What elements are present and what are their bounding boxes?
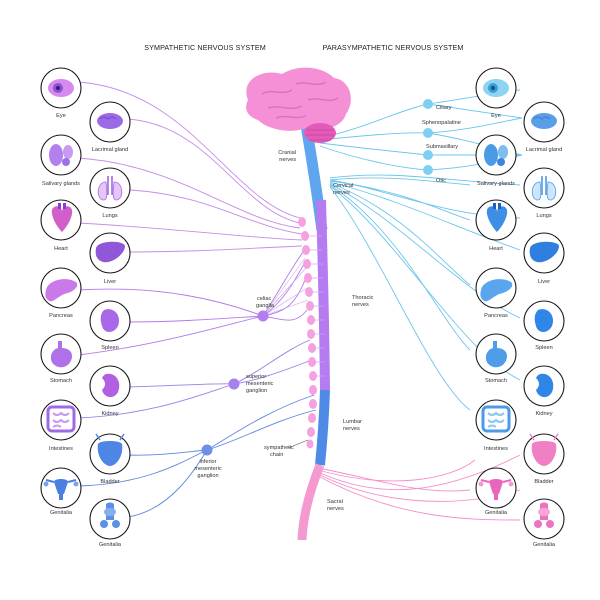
svg-text:Stomach: Stomach xyxy=(485,378,507,384)
left-organ-label: Lungs xyxy=(102,213,117,219)
svg-text:Genitalia: Genitalia xyxy=(485,510,508,516)
female-genitalia-icon xyxy=(43,479,79,500)
left-organ-label: Kidney xyxy=(101,411,118,417)
heart-icon xyxy=(486,203,508,232)
svg-text:Genitalia: Genitalia xyxy=(533,542,556,548)
label-thoracic-2: nerves xyxy=(352,302,369,308)
left-organ-label: Pancreas xyxy=(49,313,73,319)
lacrimal-gland-icon xyxy=(531,113,557,129)
chain-label-1: sympathetic xyxy=(264,445,294,451)
celiac-label-1: celiac xyxy=(257,296,272,302)
ganglion-label-submaxillary: Submaxillary xyxy=(426,144,458,150)
male-genitalia-icon xyxy=(534,502,554,528)
stomach-icon xyxy=(50,341,72,368)
sup-mes-label-3: ganglion xyxy=(246,388,267,394)
left-organ-label: Salivary glands xyxy=(42,181,80,187)
label-sacral-2: nerves xyxy=(327,506,344,512)
eye-icon xyxy=(48,79,74,97)
svg-text:Spleen: Spleen xyxy=(535,345,552,351)
left-organ-label: Eye xyxy=(56,113,66,119)
pancreas-icon xyxy=(45,279,78,302)
left-organs: Eye Lacrimal gland Salivary glands Lungs… xyxy=(40,67,131,548)
spleen-icon xyxy=(100,309,120,332)
lacrimal-gland-icon xyxy=(97,113,123,129)
svg-text:Pancreas: Pancreas xyxy=(484,313,508,319)
label-cranial-2: nerves xyxy=(279,157,296,163)
label-lumbar-1: Lumbar xyxy=(343,419,362,425)
svg-text:Eye: Eye xyxy=(491,113,501,119)
right-organs: Eye Lacrimal gland Salivary glands Lungs… xyxy=(475,67,565,548)
svg-text:Salivary glands: Salivary glands xyxy=(477,181,515,187)
ganglion-label-ciliary: Ciliary xyxy=(436,105,452,111)
stomach-icon xyxy=(485,341,507,368)
kidney-icon xyxy=(102,373,120,398)
intestines-icon xyxy=(481,405,511,433)
lungs-icon xyxy=(531,176,557,201)
svg-text:Liver: Liver xyxy=(538,279,550,285)
left-organ-label: Genitalia xyxy=(99,542,122,548)
svg-text:Lacrimal gland: Lacrimal gland xyxy=(526,147,562,153)
parasympathetic-title: PARASYMPATHETIC NERVOUS SYSTEM xyxy=(322,43,463,52)
label-cervical-2: nerves xyxy=(333,190,350,196)
bladder-icon xyxy=(95,433,125,466)
svg-text:Intestines: Intestines xyxy=(484,446,508,452)
left-organ-label: Bladder xyxy=(100,479,119,485)
salivary-glands-icon xyxy=(49,144,73,166)
lungs-icon xyxy=(97,176,123,201)
bladder-icon xyxy=(529,433,559,466)
brain xyxy=(246,67,351,143)
chain-pointer xyxy=(287,439,309,449)
label-lumbar-2: nerves xyxy=(343,426,360,432)
left-organ-label: Genitalia xyxy=(50,510,73,516)
sympathetic-chain xyxy=(298,217,317,449)
left-organ-label: Liver xyxy=(104,279,116,285)
female-genitalia-icon xyxy=(478,479,514,500)
sup-mes-label-1: superior xyxy=(246,374,266,380)
heart-icon xyxy=(51,203,73,232)
left-organ-label: Spleen xyxy=(101,345,118,351)
salivary-glands-icon xyxy=(484,144,508,166)
label-cervical-1: Cervical xyxy=(333,183,353,189)
left-organ-label: Lacrimal gland xyxy=(92,147,128,153)
label-sacral-1: Sacral xyxy=(327,499,343,505)
celiac-label-2: ganglia xyxy=(256,303,275,309)
spleen-icon xyxy=(534,309,554,332)
parasympathetic-ganglia: Ciliary Sphenopalatine Submaxillary Otic xyxy=(422,99,461,184)
eye-icon xyxy=(483,79,509,97)
inf-mes-label-3: ganglion xyxy=(197,473,218,479)
male-genitalia-icon xyxy=(100,502,120,528)
liver-icon xyxy=(95,241,125,263)
kidney-icon xyxy=(536,373,554,398)
chain-to-cord-links xyxy=(306,235,325,377)
chain-label-2: chain xyxy=(270,452,283,458)
left-organ-label: Intestines xyxy=(49,446,73,452)
svg-text:Kidney: Kidney xyxy=(535,411,552,417)
left-organ-label: Heart xyxy=(54,246,68,252)
sacral-nerve-lines xyxy=(317,454,521,521)
svg-text:Lungs: Lungs xyxy=(536,213,551,219)
ganglion-label-sphenopalatine: Sphenopalatine xyxy=(422,120,461,126)
left-organ-label: Stomach xyxy=(50,378,72,384)
ganglion-label-otic: Otic xyxy=(436,178,446,184)
intestines-icon xyxy=(46,405,76,433)
sympathetic-title: SYMPATHETIC NERVOUS SYSTEM xyxy=(144,43,266,52)
svg-text:Bladder: Bladder xyxy=(534,479,553,485)
sympathetic-nerve-lines xyxy=(77,81,317,518)
sup-mes-label-2: mesenteric xyxy=(246,381,274,387)
label-cranial-1: Cranial xyxy=(278,150,296,156)
liver-icon xyxy=(529,241,559,263)
svg-text:Heart: Heart xyxy=(489,246,503,252)
inf-mes-label-2: mesenteric xyxy=(194,466,222,472)
spine-labels: Cranial nerves Cervical nerves Thoracic … xyxy=(278,150,373,512)
label-thoracic-1: Thoracic xyxy=(352,295,374,301)
sympathetic-ganglia: celiac ganglia superior mesenteric gangl… xyxy=(194,296,309,479)
pancreas-icon xyxy=(480,279,513,302)
inf-mes-label-1: inferior xyxy=(199,459,216,465)
